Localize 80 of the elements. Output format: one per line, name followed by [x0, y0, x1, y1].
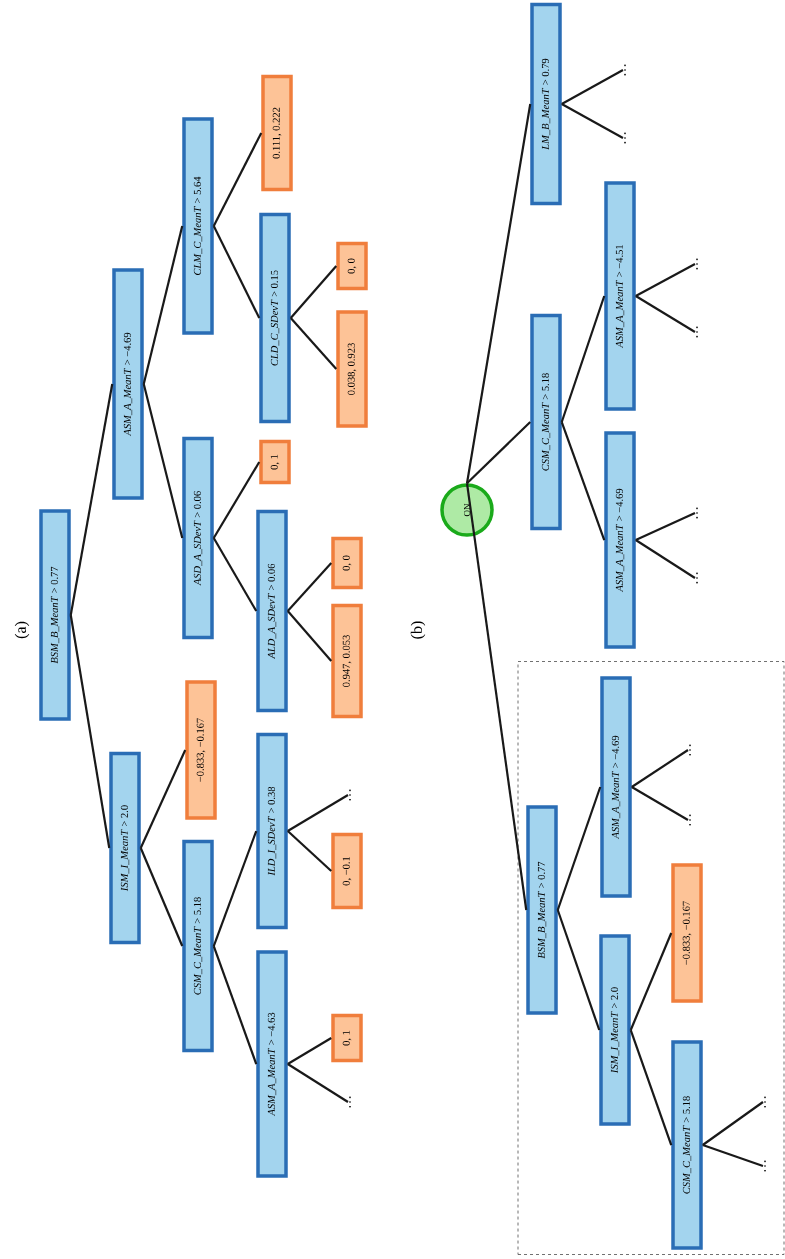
branch-line — [629, 932, 673, 1031]
dashed-frame — [517, 661, 785, 1255]
decision-box: ASM_A_MeanT > −4.69 — [112, 268, 144, 500]
ellipsis: … — [696, 507, 698, 519]
branch-line — [289, 317, 338, 370]
branch-line — [466, 421, 532, 485]
ellipsis: … — [689, 814, 691, 826]
decision-box: CSM_C_MeanT > 5.18 — [671, 1040, 703, 1250]
branch-line — [287, 1037, 332, 1065]
ellipsis: … — [624, 64, 626, 76]
leaf-box: 0, −0.1 — [331, 832, 363, 910]
leaf-box: 0.947, 0.053 — [331, 603, 363, 719]
branch-line — [139, 847, 184, 947]
ellipsis: … — [349, 1096, 351, 1108]
decision-box: CLM_C_MeanT > 5.64 — [182, 117, 214, 335]
branch-line — [556, 786, 602, 911]
branch-line — [635, 512, 696, 541]
branch-line — [69, 614, 111, 849]
leaf-box: 0, 1 — [259, 439, 291, 485]
decision-box: ALD_A_SDevT > 0.06 — [256, 509, 288, 713]
branch-line — [561, 103, 624, 139]
branch-line — [212, 461, 261, 539]
branch-line — [212, 225, 261, 319]
ellipsis: … — [696, 326, 698, 338]
leaf-box: 0, 1 — [331, 1013, 363, 1063]
leaf-box: −0.833, −0.167 — [671, 863, 703, 1003]
panel-label: (b) — [410, 621, 426, 639]
leaf-box: −0.833, −0.167 — [185, 680, 217, 820]
branch-line — [212, 945, 258, 1065]
decision-box: ASM_A_MeanT > −4.63 — [256, 950, 288, 1178]
branch-line — [465, 103, 532, 484]
branch-line — [142, 225, 184, 385]
decision-box: ASM_A_MeanT > −4.69 — [604, 431, 636, 649]
ellipsis: … — [764, 1096, 766, 1108]
decision-box: ISM_I_MeanT > 2.0 — [599, 934, 631, 1126]
branch-line — [287, 1063, 349, 1103]
branch-line — [142, 383, 184, 539]
branch-line — [635, 295, 696, 333]
branch-line — [212, 132, 263, 227]
decision-box: ISM_I_MeanT > 2.0 — [109, 751, 141, 945]
branch-line — [631, 786, 689, 821]
branch-line — [702, 1101, 764, 1146]
decision-box: CLD_C_SDevT > 0.15 — [259, 212, 291, 424]
branch-line — [702, 1144, 764, 1168]
leaf-box: 0.038, 0.923 — [336, 310, 368, 428]
branch-line — [561, 69, 624, 105]
branch-line — [287, 794, 349, 832]
branch-line — [560, 421, 606, 541]
branch-line — [212, 830, 258, 947]
ellipsis: … — [696, 258, 698, 270]
branch-line — [629, 1029, 673, 1146]
branch-line — [631, 749, 689, 788]
decision-box: BSM_B_MeanT > 0.77 — [526, 805, 558, 1015]
ellipsis: … — [624, 132, 626, 144]
decision-box: ASM_A_MeanT > −4.51 — [604, 181, 636, 411]
decision-box: ILD_I_SDevT > 0.38 — [256, 732, 288, 930]
branch-line — [635, 539, 696, 579]
branch-line — [635, 263, 696, 297]
decision-box: CSM_C_MeanT > 5.18 — [530, 313, 562, 531]
decision-box: ASM_A_MeanT > −4.69 — [600, 676, 632, 898]
decision-box: ASD_A_SDevT > 0.06 — [182, 436, 214, 640]
ellipsis: … — [696, 572, 698, 584]
ellipsis: … — [689, 744, 691, 756]
branch-line — [560, 295, 606, 423]
branch-line — [289, 265, 338, 319]
decision-box: CSM_C_MeanT > 5.18 — [182, 839, 214, 1053]
branch-line — [286, 610, 333, 662]
leaf-box: 0, 0 — [336, 241, 368, 291]
decision-box: BSM_B_MeanT > 0.77 — [39, 509, 71, 721]
leaf-box: 0, 0 — [331, 536, 363, 590]
branch-line — [139, 749, 187, 849]
leaf-box: 0.111, 0.222 — [261, 74, 293, 192]
branch-line — [212, 537, 258, 612]
branch-line — [69, 383, 114, 616]
ellipsis: … — [349, 789, 351, 801]
branch-line — [287, 830, 332, 872]
branch-line — [556, 909, 601, 1031]
ellipsis: … — [764, 1160, 766, 1172]
decision-box: LM_B_MeanT > 0.79 — [530, 2, 562, 206]
branch-line — [286, 562, 333, 612]
